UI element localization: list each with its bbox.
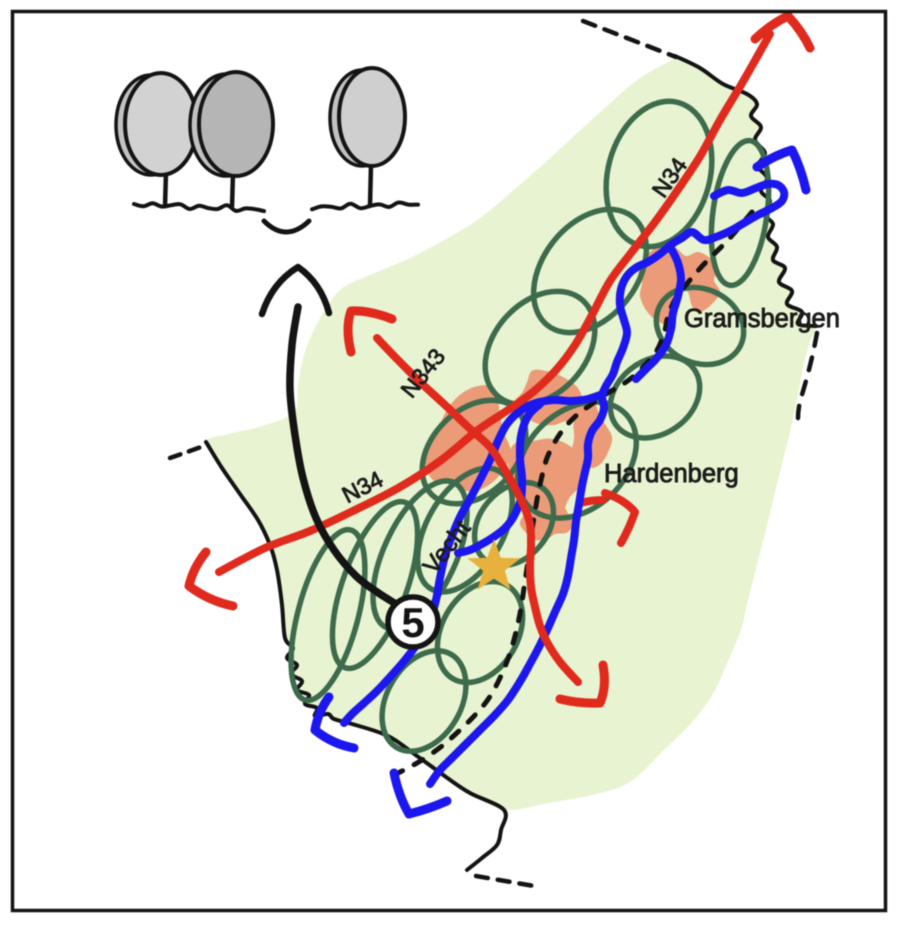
svg-text:5: 5 [401, 599, 424, 646]
svg-text:Gramsbergen: Gramsbergen [684, 305, 840, 333]
svg-text:Hardenberg: Hardenberg [604, 460, 739, 488]
